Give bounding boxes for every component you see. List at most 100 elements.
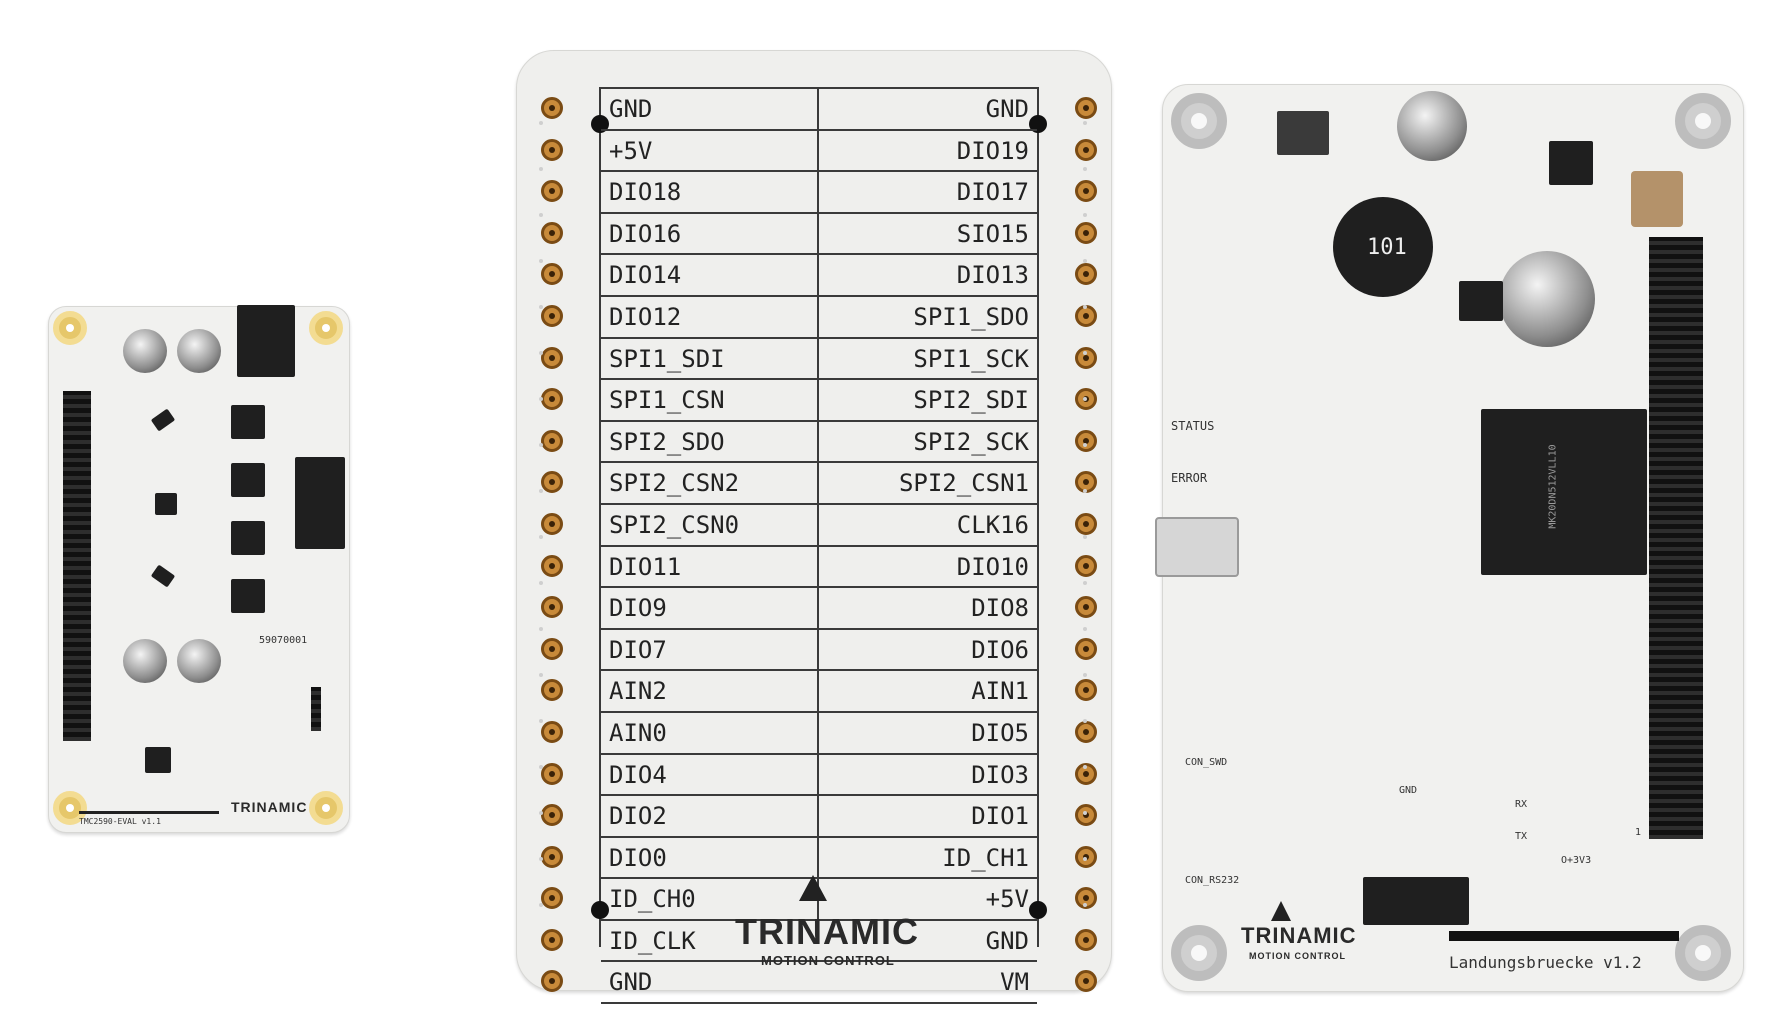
tmc-brand: TRINAMIC <box>231 799 308 815</box>
pin-label-right: GND <box>985 926 1029 955</box>
solder-pad <box>1075 554 1097 577</box>
serial-label: 59070001 <box>259 635 308 646</box>
solder-pad <box>541 970 563 993</box>
via-dot <box>539 397 543 401</box>
solder-pad <box>1075 970 1097 993</box>
via-dot <box>539 811 543 815</box>
voltage-regulator <box>1277 111 1329 155</box>
solder-pad <box>541 887 563 910</box>
electrolytic-capacitor <box>1499 251 1595 347</box>
small-ic <box>1549 141 1593 185</box>
electrolytic-capacitor <box>1397 91 1467 161</box>
pin-row: ID_CH0+5V <box>541 879 1097 921</box>
pin-label-right: +5V <box>985 885 1029 914</box>
mounting-hole <box>1675 93 1731 149</box>
solder-pad <box>541 138 563 161</box>
pin-label-right: VM <box>1000 968 1029 997</box>
breakout-brand: TRINAMIC <box>735 911 919 952</box>
mcu-label: MK20DN512VLL10 <box>1547 444 1559 529</box>
via-dot <box>1083 305 1087 309</box>
via-dot <box>1083 213 1087 217</box>
power-connector <box>237 305 295 377</box>
solder-pad <box>541 221 563 244</box>
mounting-hole <box>1675 925 1731 981</box>
pin-label-right: DIO1 <box>971 802 1029 831</box>
via-dot <box>539 719 543 723</box>
via-dot <box>539 581 543 585</box>
pin-label-left: DIO14 <box>609 261 682 290</box>
mosfet <box>231 521 265 555</box>
via-dot <box>1083 581 1087 585</box>
solder-pad <box>1075 263 1097 286</box>
solder-pad <box>541 388 563 411</box>
pin-label-left: DIO12 <box>609 302 682 331</box>
pin-label-right: DIO13 <box>956 261 1029 290</box>
small-ic <box>1459 281 1503 321</box>
v33-label: O+3V3 <box>1561 855 1592 866</box>
pin-label-left: SPI2_CSN0 <box>609 510 740 539</box>
via-dot <box>1083 903 1087 907</box>
silk-bar <box>1449 931 1679 941</box>
solder-pad <box>541 180 563 203</box>
pin-label-right: DIO3 <box>971 760 1029 789</box>
usb-connector[interactable] <box>1155 517 1239 577</box>
solder-pad <box>1075 762 1097 785</box>
mounting-hole <box>53 791 87 825</box>
solder-pad <box>541 679 563 702</box>
solder-pad <box>541 845 563 868</box>
pin-label-right: AIN1 <box>971 677 1029 706</box>
pin-label-left: AIN0 <box>609 718 667 747</box>
column-divider <box>817 87 819 927</box>
pin-row: DIO12 SPI1_SDO <box>541 297 1097 339</box>
capacitor <box>177 639 221 683</box>
mounting-hole <box>1171 925 1227 981</box>
via-dot <box>1083 489 1087 493</box>
via-dot <box>1083 397 1087 401</box>
via-dot <box>1083 857 1087 861</box>
motor-connector <box>295 457 345 549</box>
solder-pad <box>541 346 563 369</box>
mounting-hole <box>1171 93 1227 149</box>
frame-left <box>599 87 601 947</box>
mounting-hole <box>53 311 87 345</box>
solder-pad <box>1075 720 1097 743</box>
solder-pad <box>541 263 563 286</box>
inductor <box>1333 197 1433 297</box>
solder-pad <box>541 596 563 619</box>
solder-pad <box>541 928 563 951</box>
solder-pad <box>541 304 563 327</box>
pin-label-right: ID_CH1 <box>942 843 1029 872</box>
pin-label-left: DIO7 <box>609 635 667 664</box>
solder-pad <box>1075 429 1097 452</box>
con-swd-label: CON_SWD <box>1185 757 1228 768</box>
solder-pad <box>541 554 563 577</box>
fiducial-dot <box>591 901 609 919</box>
pin-label-right: GND <box>985 95 1029 123</box>
driver-ic <box>155 493 177 515</box>
solder-pad <box>1075 97 1097 119</box>
pin-label-left: SPI2_CSN2 <box>609 469 740 498</box>
via-dot <box>539 857 543 861</box>
pin-label-right: SPI1_SDO <box>913 302 1029 331</box>
pin-label-left: +5V <box>609 136 653 165</box>
solder-pad <box>1075 138 1097 161</box>
tx-label: TX <box>1515 831 1528 842</box>
pin-row: DIO14 DIO13 <box>541 255 1097 297</box>
solder-pad <box>541 720 563 743</box>
tmc-model-label: TMC2590-EVAL v1.1 <box>79 817 161 826</box>
via-dot <box>539 305 543 309</box>
via-dot <box>1083 811 1087 815</box>
rs232-transceiver <box>1363 877 1469 925</box>
via-dot <box>539 673 543 677</box>
solder-pad <box>1075 346 1097 369</box>
